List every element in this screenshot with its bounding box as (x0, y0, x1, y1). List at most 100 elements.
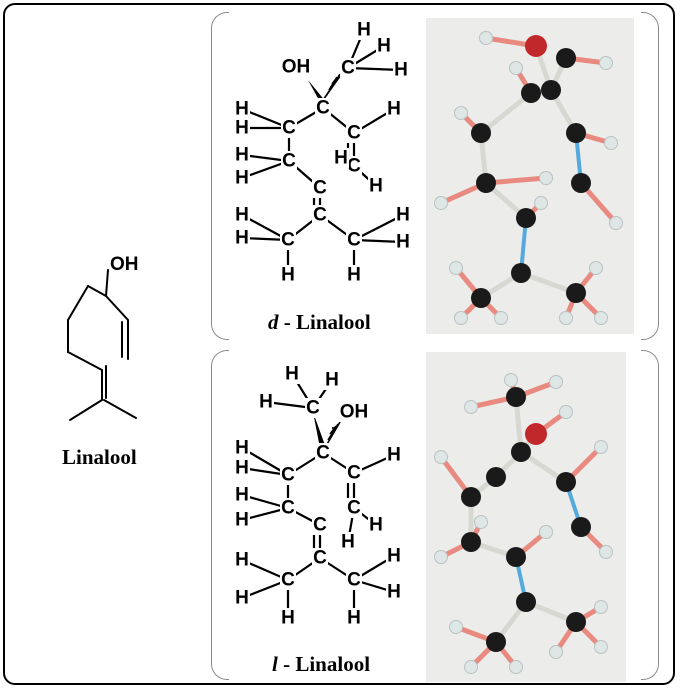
d-panel-left-bracket (211, 12, 229, 340)
d-model-carbon (571, 173, 591, 193)
d-carbon-atom: C (347, 230, 361, 251)
l-carbon-atom: C (347, 498, 361, 519)
d-hydrogen-atom: H (347, 265, 361, 286)
l-model-hydrogen (464, 660, 478, 674)
d-wedge-bond (308, 80, 326, 102)
d-hydrogen-atom: H (236, 145, 249, 166)
l-model-hydrogen (594, 440, 608, 454)
l-model-carbon (506, 387, 526, 407)
l-carbon-atom: C (316, 443, 330, 464)
l-hydrogen-atom: H (236, 588, 249, 609)
d-hydrogen-atom: H (334, 148, 348, 169)
d-model-carbon (556, 48, 576, 68)
l-carbon-atom: C (281, 570, 295, 591)
d-model-carbon (541, 80, 561, 100)
l-model-carbon (461, 532, 481, 552)
l-hydrogen-atom: H (236, 510, 249, 531)
l-hydrogen-atom: H (281, 608, 295, 629)
l-model-hydrogen (434, 450, 448, 464)
d-hydrogen-atom: H (281, 265, 295, 286)
d-model-hydrogen (454, 311, 468, 325)
d-hydrogen-atom: H (236, 168, 249, 189)
d-model-carbon (511, 263, 531, 283)
d-hydrogen-atom: H (394, 60, 408, 81)
l-hydrogen-atom: H (259, 392, 273, 413)
d-bond (352, 238, 405, 244)
d-carbon-atom: C (341, 58, 355, 79)
d-carbon-atom: C (281, 230, 295, 251)
l-carbon-atom: C (281, 498, 295, 519)
d-suffix: - Linalool (278, 310, 371, 334)
l-model-carbon (571, 517, 591, 537)
d-linalool-model-photo (426, 18, 634, 334)
d-model-hydrogen (434, 196, 448, 210)
l-carbon-atom: C (306, 398, 320, 419)
d-model-hydrogen (604, 136, 618, 150)
l-model-hydrogen (549, 645, 563, 659)
d-model-hydrogen (509, 61, 523, 75)
l-hydrogen-atom: H (285, 364, 299, 385)
l-hydrogen-atom: H (387, 546, 401, 567)
d-model-carbon (566, 283, 586, 303)
d-model-carbon (566, 123, 586, 143)
d-hydrogen-atom: H (369, 176, 383, 197)
d-model-carbon (471, 123, 491, 143)
d-hydroxyl-label: OH (282, 57, 311, 78)
l-linalool-model-photo (426, 352, 626, 682)
d-carbon-atom: C (282, 118, 296, 139)
linalool-label: Linalool (62, 445, 137, 469)
l-model-carbon (486, 632, 506, 652)
d-hydrogen-atom: H (236, 118, 249, 139)
d-carbon-atom: C (347, 156, 361, 177)
l-model-hydrogen (474, 515, 488, 529)
l-model-carbon (556, 472, 576, 492)
l-model-hydrogen (594, 600, 608, 614)
l-hydrogen-atom: H (236, 458, 249, 479)
d-model-hydrogen (589, 261, 603, 275)
l-hydrogen-atom: H (369, 515, 383, 536)
d-hydrogen-atom: H (387, 99, 401, 120)
l-hydrogen-atom: H (341, 532, 355, 553)
d-model-carbon (516, 208, 536, 228)
l-hydrogen-atom: H (347, 608, 361, 629)
d-hydrogen-atom: H (396, 232, 410, 253)
d-model-hydrogen (599, 56, 613, 70)
l-model-hydrogen (539, 525, 553, 539)
l-model-hydrogen (449, 620, 463, 634)
d-carbon-atom: C (347, 123, 361, 144)
l-linalool-caption: l - Linalool (272, 652, 370, 677)
d-bond (352, 213, 405, 242)
d-hash-bond (331, 79, 336, 85)
l-carbon-atom: C (347, 570, 361, 591)
l-carbon-atom: C (281, 465, 295, 486)
l-model-carbon (486, 467, 506, 487)
l-model-hydrogen (559, 405, 573, 419)
d-prefix: d (268, 310, 279, 334)
d-model-hydrogen (609, 216, 623, 230)
l-carbon-atom: C (347, 463, 361, 484)
l-model-carbon (516, 592, 536, 612)
l-carbon-atom: C (313, 515, 327, 536)
d-model-hydrogen (479, 31, 493, 45)
l-model-hydrogen (599, 545, 613, 559)
d-model-hydrogen (594, 311, 608, 325)
d-hydrogen-atom: H (236, 99, 249, 120)
skeletal-hydroxyl-label: OH (110, 254, 139, 275)
d-hydrogen-atom: H (357, 20, 371, 41)
l-panel-left-bracket (211, 350, 229, 680)
l-model-carbon (461, 487, 481, 507)
linalool-skeletal-structure: OH (67, 254, 139, 421)
l-hydrogen-atom: H (387, 582, 401, 603)
l-model-hydrogen (464, 400, 478, 414)
l-carbon-atom: C (313, 548, 327, 569)
l-suffix: - Linalool (277, 652, 371, 676)
d-hydrogen-atom: H (236, 228, 249, 249)
l-model-hydrogen (434, 550, 448, 564)
l-hydroxyl-label: OH (340, 402, 369, 423)
l-model-hydrogen (594, 640, 608, 654)
l-model-hydrogen (509, 660, 523, 674)
d-model-bond (478, 90, 534, 136)
